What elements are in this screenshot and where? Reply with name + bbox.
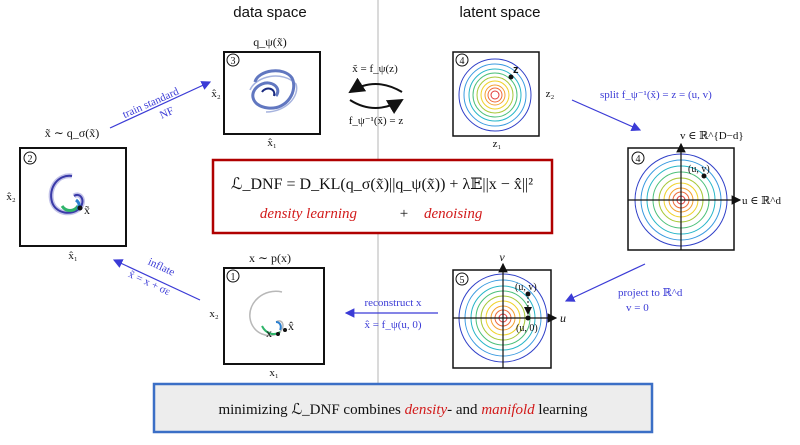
panel-5-u-axis: u [560, 311, 566, 325]
reconstruct-label-line1: reconstruct x [364, 297, 422, 309]
panel-5-point-bottom [525, 315, 531, 321]
panel-5: 5 v u (u, v) (u, 0) [452, 250, 566, 369]
panel-4a: 4 z z₁ z₂ [452, 51, 555, 150]
flow-arrows: x̃ = f_ψ(z) f_ψ⁻¹(x̃) = z [348, 63, 404, 127]
summary-suffix: learning [538, 402, 588, 418]
summary-text: minimizing ℒ_DNF combines density- and m… [218, 402, 588, 418]
panel-3-y-axis: x̂₂ [211, 88, 221, 100]
panel-4b-v-label: v ∈ ℝ^{D−d} [680, 130, 744, 142]
panel-1-point-xhat-label: x̂ [288, 319, 294, 333]
panel-3-x-axis: x̂₁ [267, 137, 277, 149]
header-data-space: data space [233, 4, 306, 21]
panel-4b: v ∈ ℝ^{D−d} 4 (u, v) u ∈ ℝ^d [627, 130, 781, 251]
project-label-line2: v = 0 [626, 302, 649, 314]
panel-2-y-axis: x̂₂ [6, 191, 16, 203]
summary-word-density: density [405, 402, 448, 418]
panel-2: x̃ ∼ q_σ(x̃) 2 x̃ x̂₁ x̂₂ [6, 126, 127, 262]
panel-1: x ∼ p(x) 1 x x̂ x₁ x₂ [209, 251, 325, 379]
panel-1-y-axis: x₂ [209, 308, 219, 320]
reconstruct-arrow: reconstruct x x̂ = f_ψ(u, 0) [344, 297, 438, 331]
split-arrow: split f_ψ⁻¹(x̃) = z = (u, v) [571, 89, 712, 132]
panel-4a-y-axis: z₂ [546, 88, 555, 100]
panel-3-badge: 3 [231, 56, 236, 67]
panel-4b-u-label: u ∈ ℝ^d [742, 195, 781, 207]
summary-word-manifold: manifold [481, 402, 535, 418]
inflate-label-line1: inflate [146, 256, 177, 279]
inverse-map-label: f_ψ⁻¹(x̃) = z [349, 115, 404, 127]
panel-1-point-x-label: x [266, 326, 272, 340]
summary-box: minimizing ℒ_DNF combines density- and m… [152, 382, 654, 434]
panel-2-badge: 2 [28, 154, 33, 165]
panel-1-x-axis: x₁ [269, 367, 279, 379]
panel-2-top-label: x̃ ∼ q_σ(x̃) [45, 126, 100, 140]
learned-density-shape [249, 69, 298, 113]
panel-3-top-label: q_ψ(x̃) [253, 35, 287, 49]
summary-prefix: minimizing ℒ_DNF combines [218, 402, 401, 418]
panel-4b-point [701, 173, 707, 179]
panel-4a-badge: 4 [460, 56, 465, 67]
panel-2-point-label: x̃ [84, 203, 90, 217]
train-label-line2: NF [158, 105, 176, 122]
panel-5-point-top [525, 291, 531, 297]
project-arrow: project to ℝ^d v = 0 [564, 263, 683, 314]
loss-box: ℒ_DNF = D_KL(q_σ(x̃)||q_ψ(x̃)) + λ𝔼||x −… [211, 158, 554, 235]
panel-1-point-xhat [283, 328, 287, 332]
summary-middle: - and [447, 402, 478, 418]
split-label: split f_ψ⁻¹(x̃) = z = (u, v) [600, 89, 712, 101]
train-arrow: train standard NF [109, 81, 212, 129]
project-label-line1: project to ℝ^d [618, 287, 683, 299]
panel-2-x-axis: x̂₁ [68, 250, 78, 262]
panel-4b-point-label: (u, v) [688, 164, 710, 175]
panel-5-badge: 5 [460, 275, 465, 286]
reconstruct-label-line2: x̂ = f_ψ(u, 0) [364, 319, 421, 331]
panel-3: q_ψ(x̃) 3 x̂₁ x̂₂ [211, 35, 321, 149]
inflate-arrow: inflate x̃ = x + σε [112, 256, 201, 301]
loss-term-denoising: denoising [424, 206, 483, 222]
panel-1-top-label: x ∼ p(x) [249, 251, 291, 265]
panel-1-point-x [276, 332, 280, 336]
panel-4a-point [508, 74, 514, 80]
loss-term-density: density learning [260, 206, 358, 222]
panel-4b-badge: 4 [636, 154, 641, 165]
loss-plus: + [400, 206, 408, 222]
panel-5-v-axis: v [499, 250, 505, 264]
panel-4a-rings [458, 58, 532, 132]
header-latent-space: latent space [460, 4, 541, 21]
panel-5-point-top-label: (u, v) [515, 282, 537, 293]
panel-2-point [77, 205, 83, 211]
panel-4a-x-axis: z₁ [493, 138, 502, 150]
loss-equation: ℒ_DNF = D_KL(q_σ(x̃)||q_ψ(x̃)) + λ𝔼||x −… [231, 176, 533, 193]
panel-1-badge: 1 [231, 272, 236, 283]
forward-map-label: x̃ = f_ψ(z) [352, 63, 398, 75]
panel-5-point-bottom-label: (u, 0) [516, 323, 538, 334]
panel-4a-point-label: z [513, 64, 519, 76]
